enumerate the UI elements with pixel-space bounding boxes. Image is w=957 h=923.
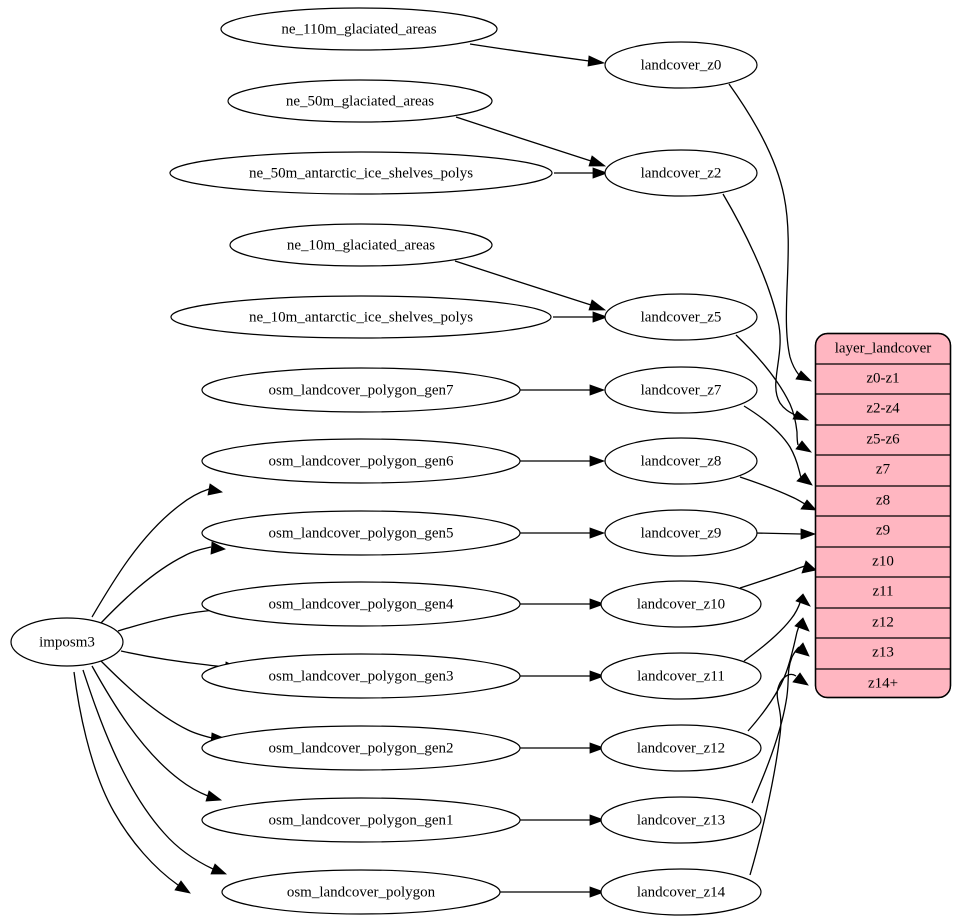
node-imposm3[interactable]: imposm3	[10, 617, 124, 667]
node-ne-50m-glaciated-areas[interactable]: ne_50m_glaciated_areas	[227, 79, 493, 123]
edge-gen7-to-landcover-z7	[520, 384, 606, 396]
edge-gen3-to-landcover-z11	[520, 670, 606, 682]
node-ne-110m-glaciated-areas[interactable]: ne_110m_glaciated_areas	[220, 7, 498, 51]
edge-gen6-to-landcover-z8	[520, 455, 606, 467]
osm-nodes-group: osm_landcover_polygon_gen7 osm_landcover…	[201, 367, 521, 915]
node-landcover-z8[interactable]: landcover_z8	[604, 437, 758, 485]
node-landcover-z2[interactable]: landcover_z2	[604, 149, 758, 197]
edge-landcover-z11-to-row-z11	[743, 593, 811, 662]
node-osm-landcover-polygon-gen6[interactable]: osm_landcover_polygon_gen6	[201, 438, 521, 484]
edge-landcover-z9-to-row-z9	[754, 528, 817, 540]
edge-ne10m-glaciated-to-landcover-z5	[454, 260, 607, 311]
node-landcover-z10[interactable]: landcover_z10	[600, 580, 762, 628]
node-landcover-z14[interactable]: landcover_z14	[600, 868, 762, 916]
node-osm-landcover-polygon-gen2[interactable]: osm_landcover_polygon_gen2	[201, 725, 521, 771]
node-osm-landcover-polygon[interactable]: osm_landcover_polygon	[221, 869, 501, 915]
node-landcover-z13[interactable]: landcover_z13	[600, 796, 762, 844]
edge-landcover-z13-to-row-z13	[751, 642, 810, 804]
node-osm-landcover-polygon-gen3[interactable]: osm_landcover_polygon_gen3	[201, 653, 521, 699]
edge-landcover-z14-to-row-z14plus	[749, 672, 809, 876]
edge-imposm3-to-gen6	[99, 541, 226, 625]
landcover-nodes-group: landcover_z0 landcover_z2 landcover_z5 l…	[600, 41, 762, 916]
edge-landcover-z10-to-row-z10	[739, 560, 817, 589]
edge-gen5-to-landcover-z9	[520, 527, 606, 539]
edge-ne50m-glaciated-to-landcover-z2	[455, 116, 607, 167]
node-ne-50m-antarctic-ice-shelves-polys[interactable]: ne_50m_antarctic_ice_shelves_polys	[169, 151, 553, 195]
node-landcover-z11[interactable]: landcover_z11	[600, 652, 762, 700]
edge-ne110m-to-landcover-z0	[469, 43, 606, 67]
edge-imposm3-to-polygon	[73, 671, 191, 894]
edge-polygon-to-landcover-z14	[500, 886, 606, 898]
edge-ne10m-antarctic-to-landcover-z5	[553, 311, 609, 323]
natural-earth-nodes-group: ne_110m_glaciated_areas ne_50m_glaciated…	[169, 7, 553, 339]
node-landcover-z9[interactable]: landcover_z9	[604, 509, 758, 557]
node-landcover-z12[interactable]: landcover_z12	[600, 724, 762, 772]
edge-gen1-to-landcover-z13	[520, 814, 606, 826]
edge-gen4-to-landcover-z10	[520, 598, 606, 610]
edge-landcover-z8-to-row-z8	[739, 476, 817, 511]
edge-imposm3-to-gen2	[91, 665, 223, 802]
edge-landcover-z2-to-row-z2z4	[722, 193, 810, 421]
node-ne-10m-glaciated-areas[interactable]: ne_10m_glaciated_areas	[229, 223, 493, 267]
node-landcover-z0[interactable]: landcover_z0	[604, 41, 758, 89]
node-osm-landcover-polygon-gen5[interactable]: osm_landcover_polygon_gen5	[201, 510, 521, 556]
edge-landcover-z12-to-row-z12	[747, 617, 810, 732]
node-landcover-z5[interactable]: landcover_z5	[604, 293, 758, 341]
edge-imposm3-to-gen1	[82, 669, 228, 875]
node-osm-landcover-polygon-gen1[interactable]: osm_landcover_polygon_gen1	[201, 797, 521, 843]
edge-gen2-to-landcover-z12	[520, 742, 606, 754]
edge-ne50m-antarctic-to-landcover-z2	[554, 167, 609, 179]
edge-landcover-z7-to-row-z7	[743, 405, 813, 486]
node-ne-10m-antarctic-ice-shelves-polys[interactable]: ne_10m_antarctic_ice_shelves_polys	[170, 295, 552, 339]
edge-landcover-z5-to-row-z5z6	[735, 334, 813, 453]
node-landcover-z7[interactable]: landcover_z7	[604, 366, 758, 414]
node-osm-landcover-polygon-gen7[interactable]: osm_landcover_polygon_gen7	[201, 367, 521, 413]
edge-imposm3-to-gen7	[91, 483, 224, 618]
table-outline	[814, 332, 952, 699]
edge-landcover-z0-to-row-z0z1	[728, 83, 813, 382]
layer-landcover-table[interactable]: layer_landcover z0-z1 z2-z4 z5-z6 z7 z8 …	[814, 332, 952, 699]
node-osm-landcover-polygon-gen4[interactable]: osm_landcover_polygon_gen4	[201, 581, 521, 627]
